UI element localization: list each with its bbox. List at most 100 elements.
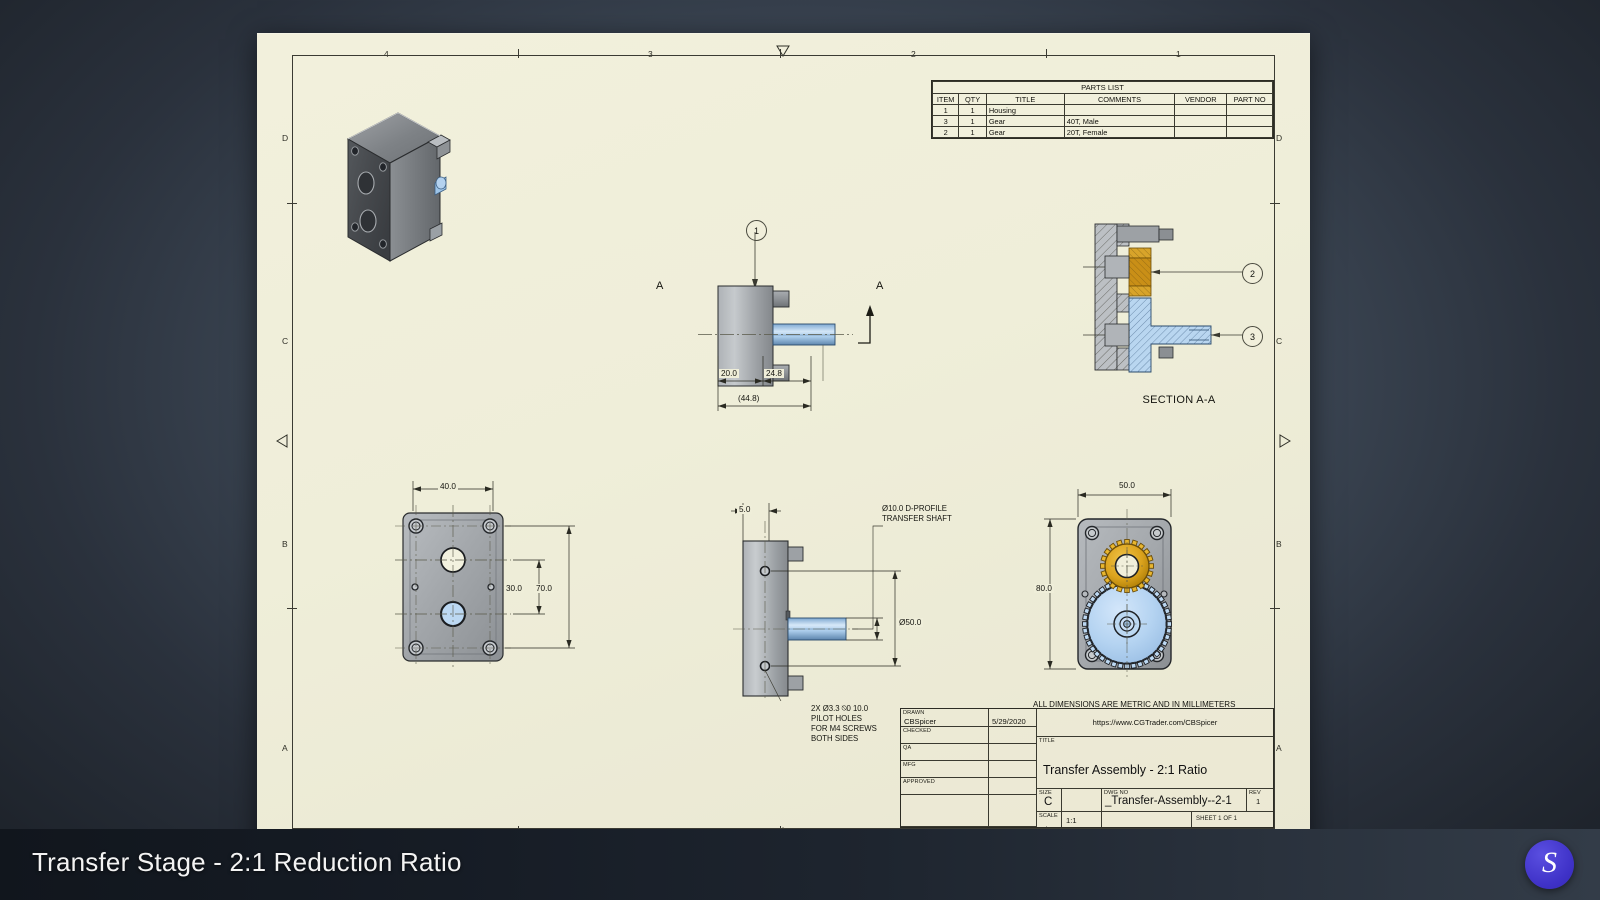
general-note: ALL DIMENSIONS ARE METRIC AND IN MILLIME… xyxy=(1033,700,1236,709)
tb-scale-value-cell: 1:1 xyxy=(1062,812,1102,827)
bottom-banner: Transfer Stage - 2:1 Reduction Ratio S xyxy=(0,829,1600,900)
title-block: DRAWN CBSpicer 5/29/2020 CHECKED QA MFG xyxy=(900,708,1274,828)
section-letter-left: A xyxy=(656,280,664,292)
dim-30-0: 30.0 xyxy=(504,584,524,593)
gear-view xyxy=(1044,489,1172,679)
parts-row-0-part-no xyxy=(1226,104,1273,116)
center-datum-top-icon xyxy=(776,45,790,57)
section-letter-right: A xyxy=(876,280,884,292)
parts-row-1-comments: 40T, Male xyxy=(1063,115,1176,127)
balloon-2[interactable]: 2 xyxy=(1242,263,1263,284)
tb-qa-date-cell xyxy=(989,744,1037,761)
tb-title-cell: TITLE Transfer Assembly - 2:1 Ratio xyxy=(1037,737,1273,789)
sheet-row-letter-left-A: A xyxy=(282,743,288,753)
note-pilot-holes-line2: PILOT HOLES xyxy=(811,714,862,723)
parts-row-2-comments: 20T, Female xyxy=(1063,126,1176,138)
sheet-row-letter-left-D: D xyxy=(282,133,289,143)
parts-list-title: PARTS LIST xyxy=(932,81,1273,94)
parts-row-0-item: 1 xyxy=(931,104,960,116)
tb-mfg-date-cell xyxy=(989,761,1037,778)
parts-list-header-comments: COMMENTS xyxy=(1063,93,1176,105)
center-datum-right-icon xyxy=(1279,434,1291,448)
tb-qa-cell: QA xyxy=(901,744,989,761)
tb-rev-value: 1 xyxy=(1256,797,1261,806)
dim-50-0: 50.0 xyxy=(1117,481,1137,490)
tb-approved-cell: APPROVED xyxy=(901,778,989,795)
tb-drawn-value: CBSpicer xyxy=(904,717,937,726)
sheet-tick xyxy=(518,49,519,58)
parts-row-1-item: 3 xyxy=(931,115,960,127)
note-transfer-shaft-line1: Ø10.0 D-PROFILE xyxy=(882,504,947,513)
tb-title-value: Transfer Assembly - 2:1 Ratio xyxy=(1043,763,1208,777)
tb-checked-cell: CHECKED xyxy=(901,727,989,744)
sheet-tick xyxy=(780,49,781,58)
table-row: 2 1 Gear 20T, Female xyxy=(931,126,1273,138)
parts-list-header-vendor: VENDOR xyxy=(1174,93,1228,105)
tb-drawn-cell: DRAWN CBSpicer xyxy=(901,709,989,727)
tb-mfg-cell: MFG xyxy=(901,761,989,778)
balloon-1[interactable]: 1 xyxy=(746,220,767,241)
banner-caption: Transfer Stage - 2:1 Reduction Ratio xyxy=(32,847,462,877)
tb-checked-date-cell xyxy=(989,727,1037,744)
center-datum-left-icon xyxy=(276,434,288,448)
tb-url[interactable]: https://www.CGTrader.com/CBSpicer xyxy=(1092,718,1218,727)
sheet-row-letter-left-C: C xyxy=(282,336,289,346)
sheet-col-tick-top-3: 3 xyxy=(648,49,653,59)
sheet-tick xyxy=(1270,203,1280,204)
table-row: 3 1 Gear 40T, Male xyxy=(931,115,1273,127)
cgtrader-logo-icon[interactable]: S xyxy=(1525,840,1574,889)
sheet-tick xyxy=(1270,608,1280,609)
tb-sheet-label: SHEET 1 OF 1 xyxy=(1196,816,1238,822)
tb-size-label: SIZE xyxy=(1039,790,1052,796)
table-row: 1 1 Housing xyxy=(931,104,1273,116)
tb-url-cell: https://www.CGTrader.com/CBSpicer xyxy=(1037,709,1273,737)
parts-row-0-title: Housing xyxy=(985,104,1065,116)
tb-mfg-label: MFG xyxy=(903,762,916,768)
dim-44-8-ref: (44.8) xyxy=(736,394,762,403)
tb-drawn-date: 5/29/2020 xyxy=(992,717,1026,726)
sheet-col-tick-top-4: 4 xyxy=(384,49,389,59)
tb-rev-cell: REV 1 xyxy=(1247,789,1273,812)
dim-d50-0: Ø50.0 xyxy=(897,618,924,627)
parts-list-header-qty: QTY xyxy=(958,93,987,105)
parts-list-header-title: TITLE xyxy=(985,93,1065,105)
balloon-3[interactable]: 3 xyxy=(1242,326,1263,347)
parts-row-0-vendor xyxy=(1174,104,1228,116)
tb-size-value: C xyxy=(1044,796,1053,808)
tb-scale-label: SCALE xyxy=(1039,813,1058,819)
note-pilot-holes-line1: 2X Ø3.3 ⍉0 10.0 xyxy=(811,704,869,713)
note-pilot-holes-line3: FOR M4 SCREWS xyxy=(811,724,877,733)
tb-dwg-no-label: DWG NO xyxy=(1104,790,1129,796)
tb-title-label: TITLE xyxy=(1039,738,1055,744)
side-view xyxy=(731,503,901,701)
parts-row-2-vendor xyxy=(1174,126,1228,138)
parts-row-0-comments xyxy=(1063,104,1176,116)
parts-list: PARTS LIST ITEM QTY TITLE COMMENTS VENDO… xyxy=(931,80,1274,139)
tb-size-cell: SIZE C xyxy=(1037,789,1062,812)
tb-scale-blank-cell xyxy=(1102,812,1192,827)
tb-approved-label: APPROVED xyxy=(903,779,935,785)
note-pilot-holes-line4: BOTH SIDES xyxy=(811,734,859,743)
sheet-row-letter-right-A: A xyxy=(1276,743,1282,753)
logo-glyph: S xyxy=(1542,846,1557,879)
parts-row-2-item: 2 xyxy=(931,126,960,138)
tb-blank-cell-left xyxy=(901,795,989,827)
tb-rev-label: REV xyxy=(1249,790,1261,796)
sheet-border: PARTS LIST ITEM QTY TITLE COMMENTS VENDO… xyxy=(292,55,1275,829)
isometric-view xyxy=(346,112,451,262)
tb-scale-cell: SCALE xyxy=(1037,812,1062,827)
parts-row-1-qty: 1 xyxy=(958,115,987,127)
tb-blank-cell-left2 xyxy=(989,795,1037,827)
sheet-row-letter-right-D: D xyxy=(1276,133,1283,143)
tb-drawn-date-cell: 5/29/2020 xyxy=(989,709,1037,727)
tb-sheet-cell: SHEET 1 OF 1 xyxy=(1192,812,1273,827)
parts-row-2-qty: 1 xyxy=(958,126,987,138)
parts-row-0-qty: 1 xyxy=(958,104,987,116)
dim-24-8: 24.8 xyxy=(764,369,784,378)
tb-size-blank-cell xyxy=(1062,789,1102,812)
tb-scale-value: 1:1 xyxy=(1066,816,1077,825)
tb-qa-label: QA xyxy=(903,745,912,751)
section-a-a-label: SECTION A-A xyxy=(1142,394,1216,406)
parts-row-2-part-no xyxy=(1226,126,1273,138)
dim-20-0: 20.0 xyxy=(719,369,739,378)
